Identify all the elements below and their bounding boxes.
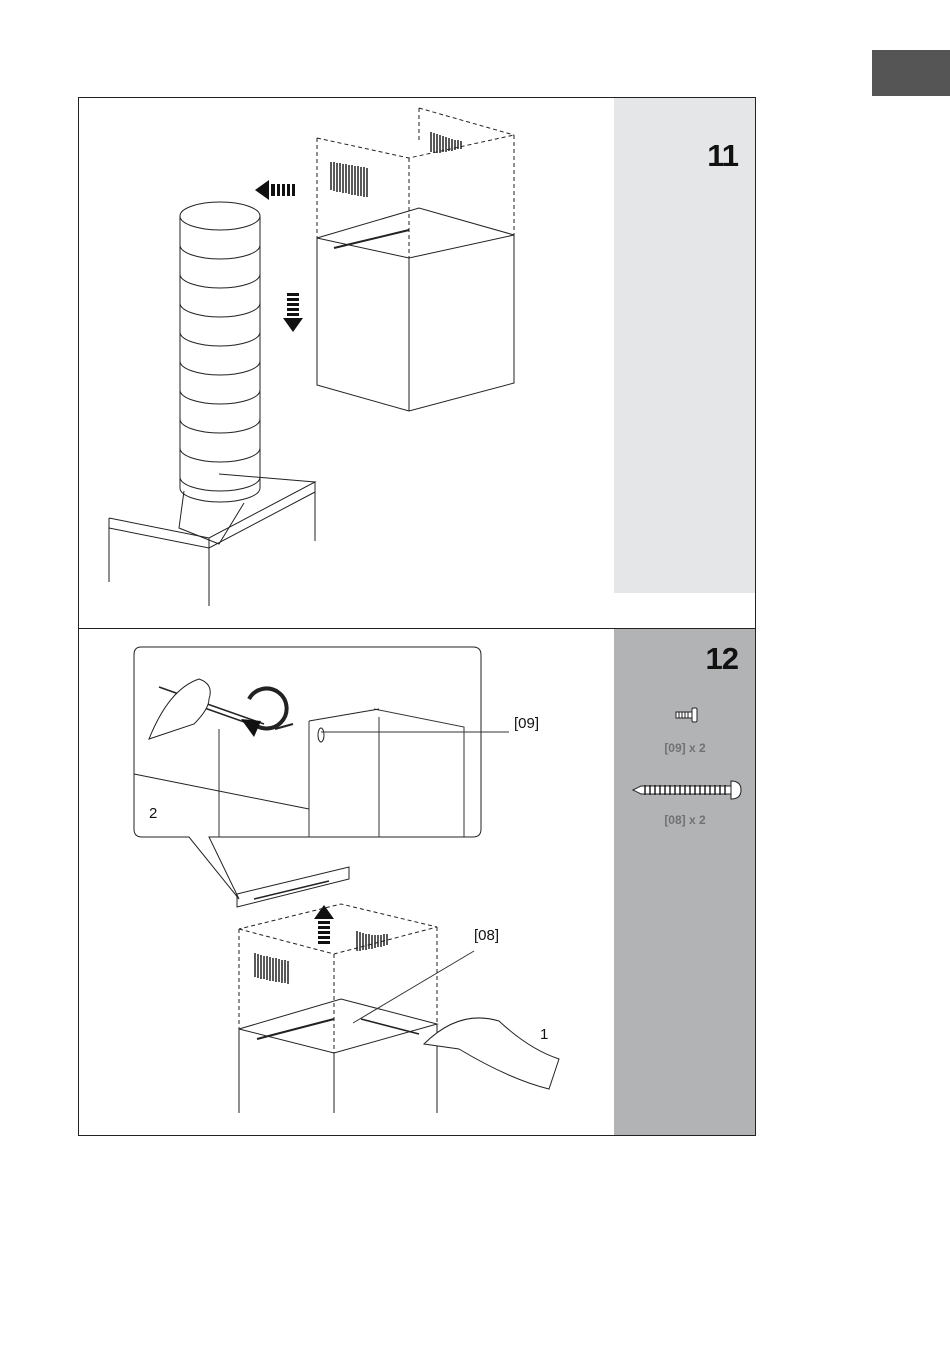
chapter-tab bbox=[872, 50, 950, 96]
inset-marker: 2 bbox=[149, 805, 157, 822]
step-number: 11 bbox=[707, 138, 738, 174]
arrow-down-icon bbox=[283, 293, 303, 332]
short-screw-icon bbox=[674, 707, 700, 723]
step-12-panel: [09] [08] 2 1 12 [09] x 2 [08] x 2 bbox=[78, 628, 756, 1136]
step-number: 12 bbox=[706, 641, 738, 677]
step-11-sidebar: 11 bbox=[614, 98, 756, 593]
box-chimney bbox=[317, 108, 514, 411]
long-screw-icon bbox=[631, 779, 743, 801]
step-11-panel: 11 bbox=[78, 97, 756, 629]
detail-inset bbox=[134, 647, 509, 899]
arrow-up-icon bbox=[314, 905, 334, 944]
callout-part-09: [09] bbox=[514, 715, 539, 732]
step-12-sidebar: 12 [09] x 2 [08] x 2 bbox=[614, 629, 756, 1135]
mounting-bracket bbox=[237, 867, 349, 907]
lower-chimney bbox=[239, 904, 559, 1113]
step-12-illustration bbox=[79, 629, 614, 1136]
callout-part-08: [08] bbox=[474, 927, 499, 944]
cylinder-duct bbox=[180, 202, 260, 502]
part-label: [08] x 2 bbox=[614, 813, 756, 827]
hand-marker: 1 bbox=[540, 1026, 548, 1043]
arrow-left-icon bbox=[255, 180, 295, 200]
part-label: [09] x 2 bbox=[614, 741, 756, 755]
step-11-illustration bbox=[79, 98, 614, 629]
hood-base bbox=[109, 474, 315, 606]
